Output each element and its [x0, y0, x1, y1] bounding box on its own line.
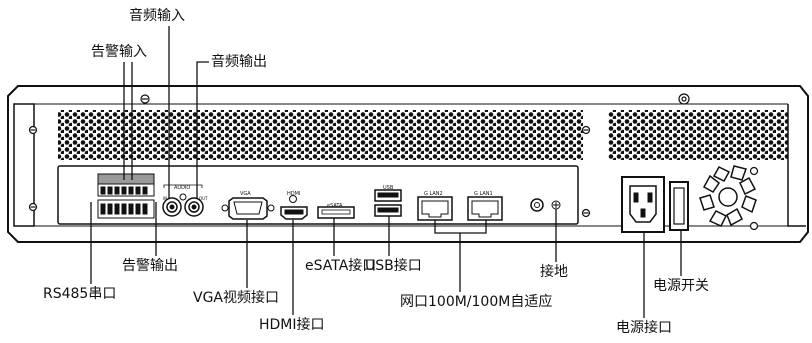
callout-lines: [90, 26, 682, 318]
power-inlet-icon: [621, 176, 665, 233]
label-power-switch: 电源开关: [653, 278, 709, 294]
vga-connector: [221, 197, 275, 220]
esata-connector: [317, 206, 355, 219]
power-switch-icon: [669, 181, 689, 231]
label-usb: USB接口: [365, 258, 422, 274]
panel-text-audio: AUDIO: [174, 185, 191, 191]
panel-text-in: IN: [163, 196, 168, 201]
label-audio-out: 音频输出: [211, 54, 267, 70]
screw-icon: [28, 93, 759, 231]
label-alarm-out: 告警输出: [122, 258, 178, 274]
audio-jacks: [162, 184, 204, 217]
label-ground: 接地: [540, 264, 568, 280]
usb-connectors: [374, 189, 402, 217]
label-alarm-in: 告警输入: [91, 44, 147, 60]
label-rs485: RS485串口: [43, 286, 117, 302]
label-esata: eSATA接口: [305, 258, 377, 274]
label-power-inlet: 电源接口: [616, 320, 672, 336]
vent-grille-left: [58, 110, 583, 160]
hdmi-connector: [280, 195, 308, 220]
label-vga: VGA视频接口: [193, 290, 280, 306]
fan-grille-icon: [699, 165, 757, 227]
label-hdmi: HDMI接口: [259, 317, 325, 333]
panel-text-out: OUT: [199, 196, 208, 201]
vent-grille-right: [608, 110, 788, 160]
label-audio-in: 音频输入: [129, 8, 185, 24]
alarm-terminal-block: [97, 173, 155, 219]
panel-text-usb: USB: [383, 185, 394, 191]
panel-text-lan2: G LAN2: [424, 191, 443, 197]
ethernet-ports: [417, 196, 503, 221]
panel-text-esata: eSATA: [327, 203, 343, 209]
panel-text-vga: VGA: [240, 191, 251, 197]
label-ethernet: 网口100M/100M自适应: [400, 294, 553, 310]
panel-text-lan1: G LAN1: [474, 191, 493, 197]
panel-text-hdmi: HDMI: [287, 191, 301, 197]
